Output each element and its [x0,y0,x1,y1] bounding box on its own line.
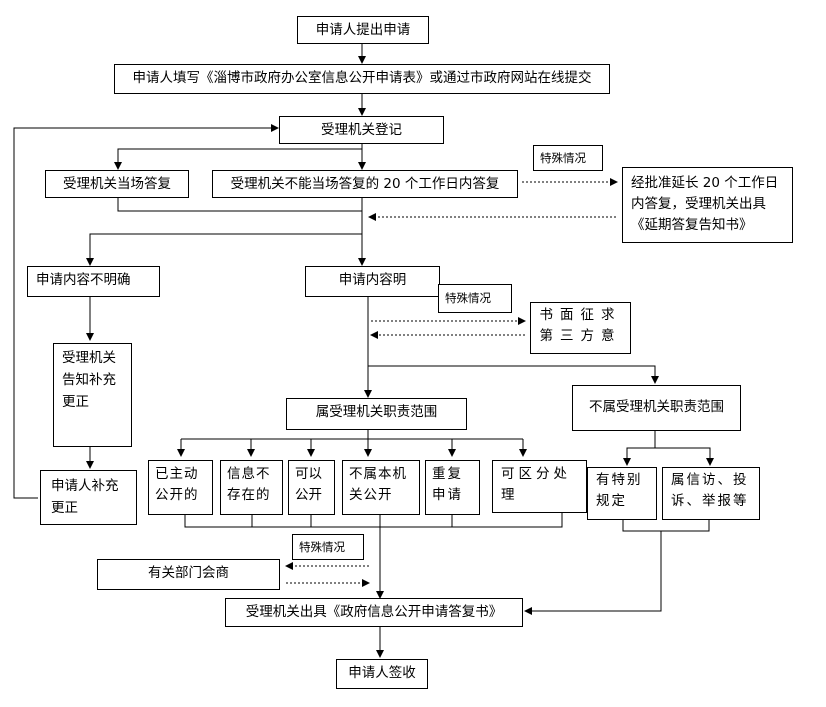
note-special-1: 特殊情况 [533,145,603,171]
node-out-of-scope: 不属受理机关职责范围 [572,385,741,431]
node-special-rules: 有特别规定 [587,467,657,520]
arrow-to-special-rules [623,431,656,466]
node-partial: 可区分处理 [492,460,587,513]
node-in-scope: 属受理机关职责范围 [286,398,467,430]
node-issue-reply: 受理机关出具《政府信息公开申请答复书》 [225,598,523,627]
node-fill-form: 申请人填写《淄博市政府办公室信息公开申请表》或通过市政府网站在线提交 [114,64,610,94]
arrow-to-out-of-scope [368,365,659,384]
node-content-unclear: 申请内容不明确 [27,266,160,297]
node-not-disclosed: 不属本机关公开 [342,460,420,515]
node-extension: 经批准延长 20 个工作日内答复，受理机关出具《延期答复告知书》 [622,167,793,243]
line-scope-gather [184,512,563,528]
arrow-supplement-back-to-register [13,124,279,499]
node-already-public: 已主动公开的 [148,460,213,515]
arrow-to-petition [655,447,714,466]
node-reply-onsite: 受理机关当场答复 [45,170,189,198]
node-reply-20days: 受理机关不能当场答复的 20 个工作日内答复 [212,170,518,198]
node-petition: 属信访、投诉、举报等 [662,467,760,520]
node-third-party: 书面征求第三方意 [530,302,631,354]
node-notify-supplement: 受理机关告知补充更正 [53,343,132,447]
note-special-2: 特殊情况 [438,284,512,313]
node-register: 受理机关登记 [279,116,444,144]
line-out-of-scope-gather [622,518,710,532]
arrow-out-of-scope-to-reply [524,531,662,615]
node-sign: 申请人签收 [336,659,428,689]
arrow-to-content-unclear [86,233,362,266]
arrow-register-to-onsite [114,141,363,170]
note-special-3: 特殊情况 [292,534,364,560]
line-onsite-merge [117,195,362,212]
node-can-disclose: 可以公开 [288,460,335,515]
node-duplicate: 重复申请 [425,460,480,515]
node-consult: 有关部门会商 [97,559,280,590]
node-applicant-supplement: 申请人补充更正 [40,470,137,525]
node-content-clear: 申请内容明 [305,266,440,297]
node-start: 申请人提出申请 [297,16,429,44]
node-not-exist: 信息不存在的 [220,460,283,515]
line-scope-gather-drops [251,514,453,527]
